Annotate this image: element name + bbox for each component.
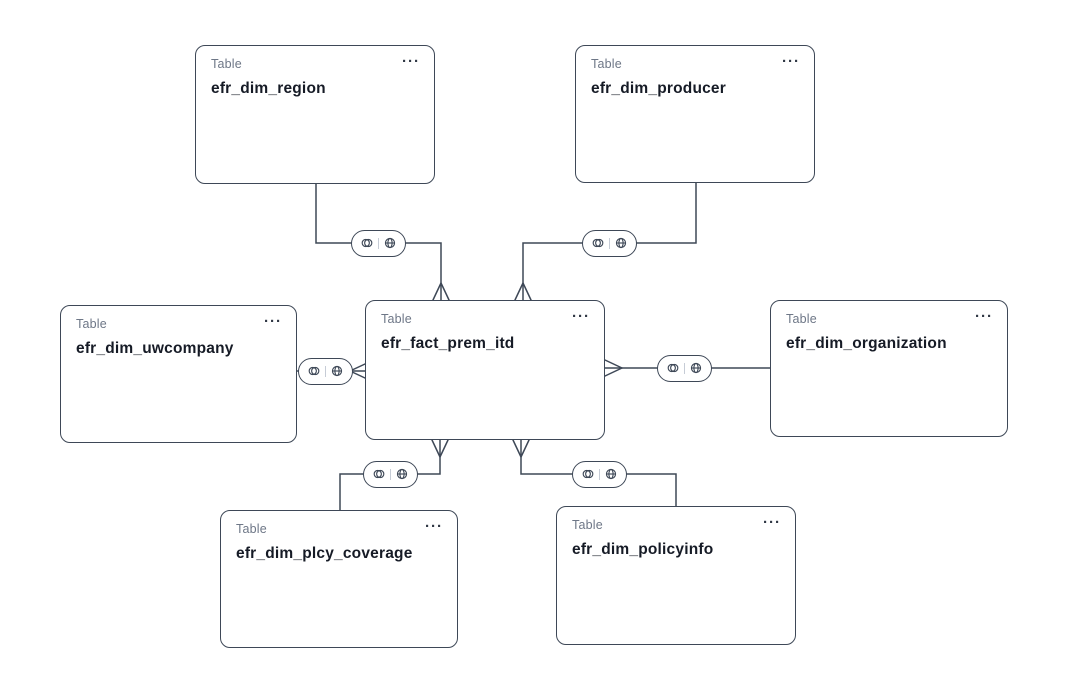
relationship-badge[interactable] bbox=[582, 229, 637, 257]
badge-divider bbox=[378, 237, 379, 249]
globe-icon bbox=[395, 467, 409, 481]
relationship-badge[interactable] bbox=[362, 460, 418, 488]
crows-foot-many-marker bbox=[604, 359, 623, 377]
badge-divider bbox=[324, 365, 326, 377]
table-name: efr_dim_policyinfo bbox=[572, 541, 714, 558]
badge-divider bbox=[389, 468, 391, 480]
table-kind-label: Table bbox=[786, 312, 817, 326]
ellipsis-menu-icon[interactable]: ··· bbox=[975, 308, 993, 325]
overlapping-circles-icon bbox=[581, 467, 595, 481]
table-name: efr_dim_plcy_coverage bbox=[236, 545, 413, 562]
crows-foot-many-marker bbox=[512, 439, 530, 458]
ellipsis-menu-icon[interactable]: ··· bbox=[425, 518, 443, 535]
globe-icon bbox=[689, 361, 703, 375]
relationship-badge[interactable] bbox=[297, 357, 353, 385]
table-name: efr_dim_region bbox=[211, 80, 326, 97]
ellipsis-menu-icon[interactable]: ··· bbox=[782, 53, 800, 70]
table-card-efr_dim_plcy_coverage[interactable]: Table ··· efr_dim_plcy_coverage bbox=[220, 510, 458, 648]
relationship-badge[interactable] bbox=[656, 354, 712, 382]
relationship-badge[interactable] bbox=[351, 229, 406, 257]
table-kind-label: Table bbox=[236, 522, 267, 536]
table-name: efr_dim_producer bbox=[591, 80, 726, 97]
table-kind-label: Table bbox=[591, 57, 622, 71]
table-card-efr_dim_organization[interactable]: Table ··· efr_dim_organization bbox=[770, 300, 1008, 437]
ellipsis-menu-icon[interactable]: ··· bbox=[264, 313, 282, 330]
table-name: efr_fact_prem_itd bbox=[381, 335, 515, 352]
badge-divider bbox=[599, 468, 600, 480]
ellipsis-menu-icon[interactable]: ··· bbox=[572, 308, 590, 325]
overlapping-circles-icon bbox=[307, 364, 321, 378]
globe-icon bbox=[330, 364, 344, 378]
globe-icon bbox=[383, 236, 397, 250]
table-card-efr_fact_prem_itd[interactable]: Table ··· efr_fact_prem_itd bbox=[365, 300, 605, 440]
table-kind-label: Table bbox=[211, 57, 242, 71]
table-kind-label: Table bbox=[572, 518, 603, 532]
table-card-efr_dim_uwcompany[interactable]: Table ··· efr_dim_uwcompany bbox=[60, 305, 297, 443]
badge-divider bbox=[683, 362, 685, 374]
table-card-efr_dim_policyinfo[interactable]: Table ··· efr_dim_policyinfo bbox=[556, 506, 796, 645]
relationship-badge[interactable] bbox=[572, 460, 627, 488]
overlapping-circles-icon bbox=[372, 467, 386, 481]
globe-icon bbox=[614, 236, 628, 250]
table-card-efr_dim_producer[interactable]: Table ··· efr_dim_producer bbox=[575, 45, 815, 183]
overlapping-circles-icon bbox=[360, 236, 374, 250]
badge-divider bbox=[609, 237, 610, 249]
table-kind-label: Table bbox=[76, 317, 107, 331]
crows-foot-many-marker bbox=[432, 282, 450, 301]
overlapping-circles-icon bbox=[666, 361, 680, 375]
overlapping-circles-icon bbox=[591, 236, 605, 250]
crows-foot-many-marker bbox=[514, 282, 532, 301]
ellipsis-menu-icon[interactable]: ··· bbox=[402, 53, 420, 70]
ellipsis-menu-icon[interactable]: ··· bbox=[763, 514, 781, 531]
crows-foot-many-marker bbox=[349, 363, 366, 379]
crows-foot-many-marker bbox=[431, 439, 449, 458]
table-card-efr_dim_region[interactable]: Table ··· efr_dim_region bbox=[195, 45, 435, 184]
table-name: efr_dim_uwcompany bbox=[76, 340, 234, 357]
table-name: efr_dim_organization bbox=[786, 335, 947, 352]
globe-icon bbox=[604, 467, 618, 481]
table-kind-label: Table bbox=[381, 312, 412, 326]
